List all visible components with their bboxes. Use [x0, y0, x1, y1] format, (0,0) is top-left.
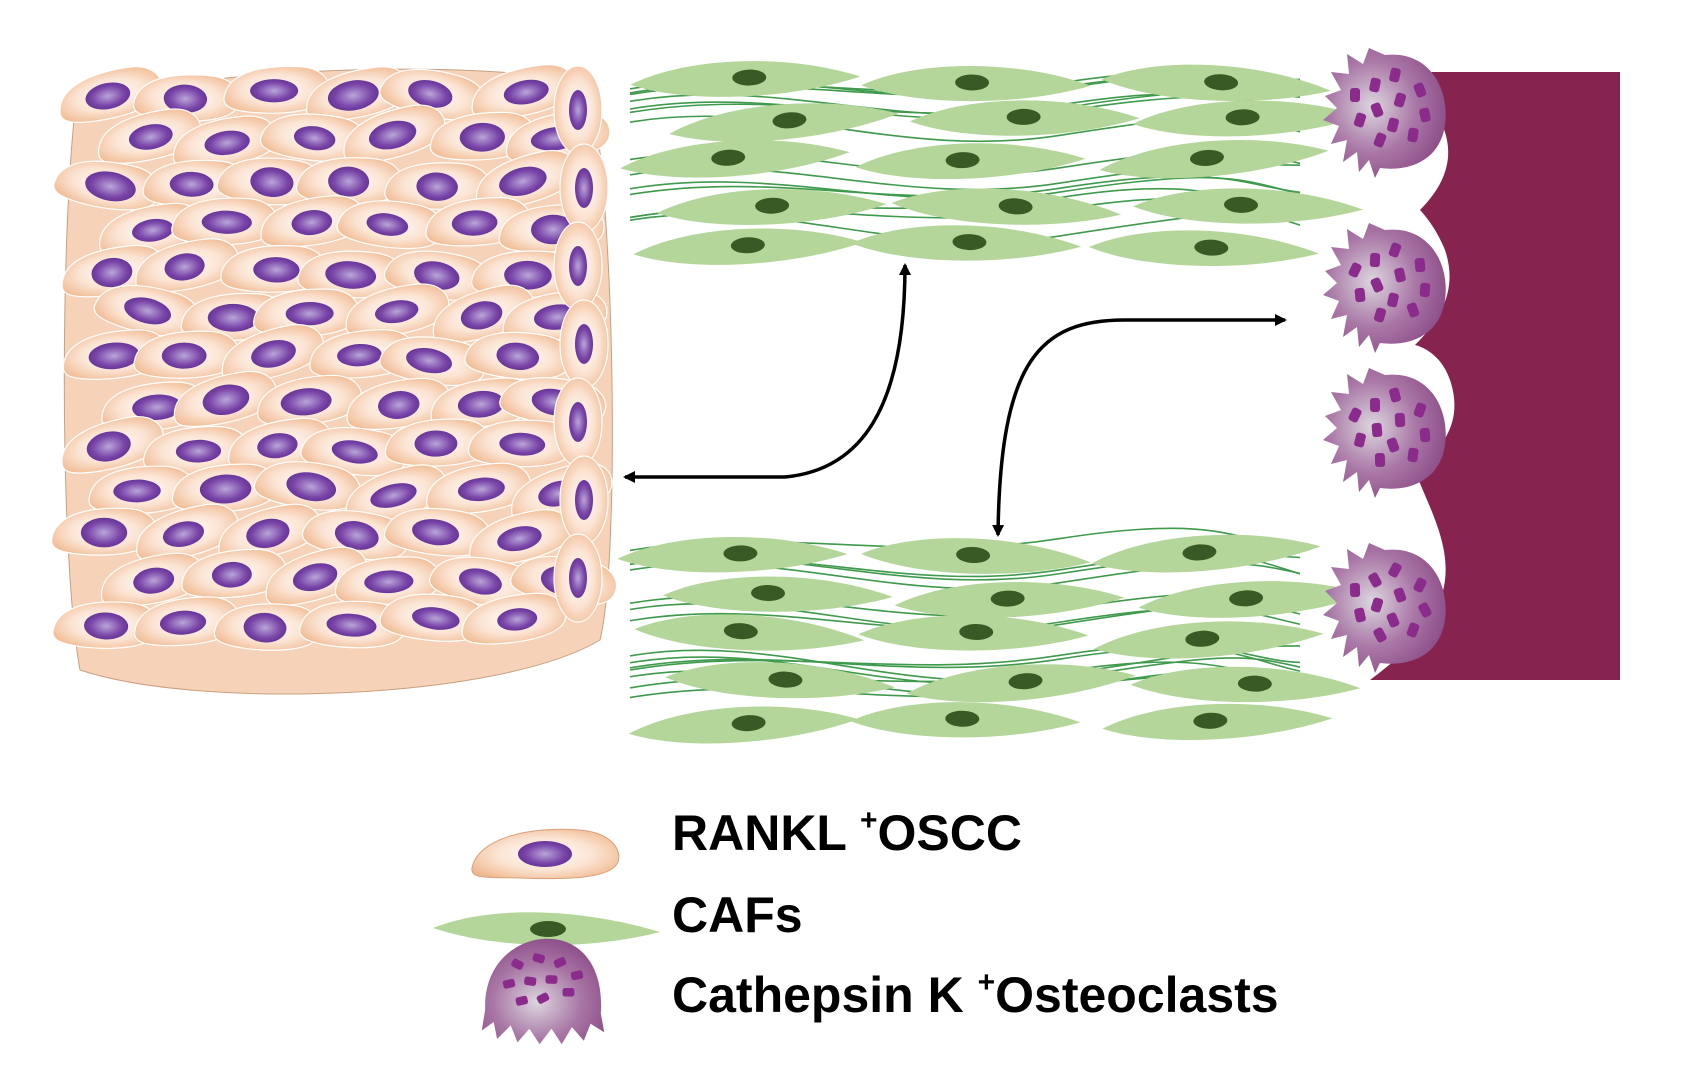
caf-cell — [861, 538, 1091, 574]
caf-cell — [891, 188, 1122, 225]
legend-osteoclast-label-sup: + — [977, 966, 996, 999]
osteoclast-group — [1323, 48, 1446, 673]
oscc-cell — [51, 507, 158, 556]
caf-cell — [1102, 703, 1333, 740]
oscc-edge-cell — [553, 221, 603, 311]
oscc-cell — [173, 370, 277, 428]
caf-cell — [628, 706, 859, 744]
oscc-cell — [343, 104, 446, 164]
caf-cell — [1132, 100, 1363, 137]
legend-osteoclast-label-main: Cathepsin K — [672, 967, 964, 1023]
oscc-cell — [384, 418, 492, 467]
oscc-cell — [88, 465, 195, 515]
oscc-cell — [430, 377, 536, 429]
legend-oscc-label-tail: OSCC — [877, 805, 1022, 861]
legend-oscc-label-main: RANKL — [672, 805, 847, 861]
oscc-cell — [379, 593, 487, 642]
caf-cell — [669, 103, 899, 142]
oscc-cell — [132, 74, 240, 122]
caf-cell — [858, 615, 1089, 651]
caf-cell — [665, 662, 895, 699]
bone-matrix — [1370, 72, 1620, 680]
caf-cell — [630, 61, 861, 97]
oscc-cell — [61, 415, 164, 474]
oscc-cell — [221, 324, 324, 383]
legend-osteoclast-label: Cathepsin K +Osteoclasts — [672, 967, 1279, 1023]
oscc-cell — [172, 115, 278, 169]
oscc-cell — [471, 64, 576, 120]
oscc-cell — [461, 592, 567, 645]
oscc-cell — [100, 552, 205, 607]
caf-cell — [894, 581, 1125, 618]
legend-osteoclast-icon — [481, 938, 605, 1045]
oscc-cell — [143, 425, 250, 475]
oscc-cell — [171, 463, 278, 513]
osteoclast-cell — [1323, 48, 1446, 178]
oscc-edge-cell — [553, 65, 603, 155]
caf-cell — [1088, 230, 1319, 267]
caf-cell — [657, 189, 887, 225]
oscc-edge-cell — [553, 377, 603, 467]
legend-oscc-label: RANKL +OSCC — [672, 805, 1022, 861]
caf-cell — [634, 614, 865, 651]
oscc-cell — [299, 600, 406, 649]
caf-cell — [1130, 666, 1361, 703]
caf-cell — [1138, 581, 1369, 618]
caf-cell — [906, 664, 1136, 703]
osteoclast-cell — [1323, 543, 1446, 673]
oscc-cell — [336, 200, 444, 250]
oscc-cell — [383, 507, 491, 557]
oscc-edge-cell — [553, 533, 603, 623]
oscc-cell — [469, 509, 572, 567]
caf-cell — [850, 702, 1081, 738]
oscc-cell — [52, 601, 159, 649]
caf-cell — [861, 65, 1092, 102]
osteoclast-cell — [1323, 368, 1446, 498]
caf-cell — [617, 537, 848, 573]
caf-fiber — [629, 644, 1301, 671]
legend-osteoclast-label-tail: Osteoclasts — [995, 967, 1279, 1023]
oscc-cell — [379, 336, 487, 387]
caf-cell — [1133, 188, 1363, 224]
oscc-edge-cell — [559, 299, 609, 389]
caf-cell — [851, 225, 1082, 261]
caf-cell — [855, 143, 1086, 180]
oscc-cell — [467, 419, 575, 468]
legend-osteoclast-shape — [481, 938, 605, 1045]
osteoclast-cell — [1323, 223, 1446, 353]
caf-band-bottom — [617, 527, 1369, 744]
arrow-oscc-caf-curve — [784, 263, 911, 479]
caf-cell — [1094, 621, 1324, 659]
caf-fiber — [629, 647, 1301, 672]
arrow-to-caf-bottom — [992, 318, 1126, 537]
caf-cell — [662, 576, 893, 612]
legend-cafs-label: CAFs — [672, 890, 803, 940]
caf-cell — [909, 100, 1140, 136]
oscc-edge-cell — [559, 143, 609, 233]
caf-cell — [1101, 64, 1331, 101]
caf-cell — [633, 228, 864, 265]
legend-oscc-icon — [471, 828, 620, 880]
oscc-edge-cell — [559, 455, 609, 545]
legend-caf-icon — [433, 912, 660, 946]
oscc-cell — [297, 250, 405, 299]
oscc-cell — [476, 149, 578, 210]
oscc-tumor-mass — [51, 64, 617, 695]
oscc-cell — [346, 377, 452, 430]
oscc-cell — [301, 509, 409, 561]
oscc-cell — [134, 596, 240, 647]
caf-band-top — [620, 61, 1363, 267]
oscc-cell — [464, 331, 572, 380]
caf-cell — [1091, 534, 1321, 573]
legend-oscc-label-sup: + — [859, 804, 878, 837]
oscc-cell — [259, 113, 367, 162]
caf-cell — [1099, 140, 1329, 179]
oscc-cell — [253, 461, 361, 511]
oscc-cell — [53, 160, 161, 211]
caf-cell — [620, 140, 850, 178]
legend-cafs-label-text: CAFs — [672, 887, 803, 943]
